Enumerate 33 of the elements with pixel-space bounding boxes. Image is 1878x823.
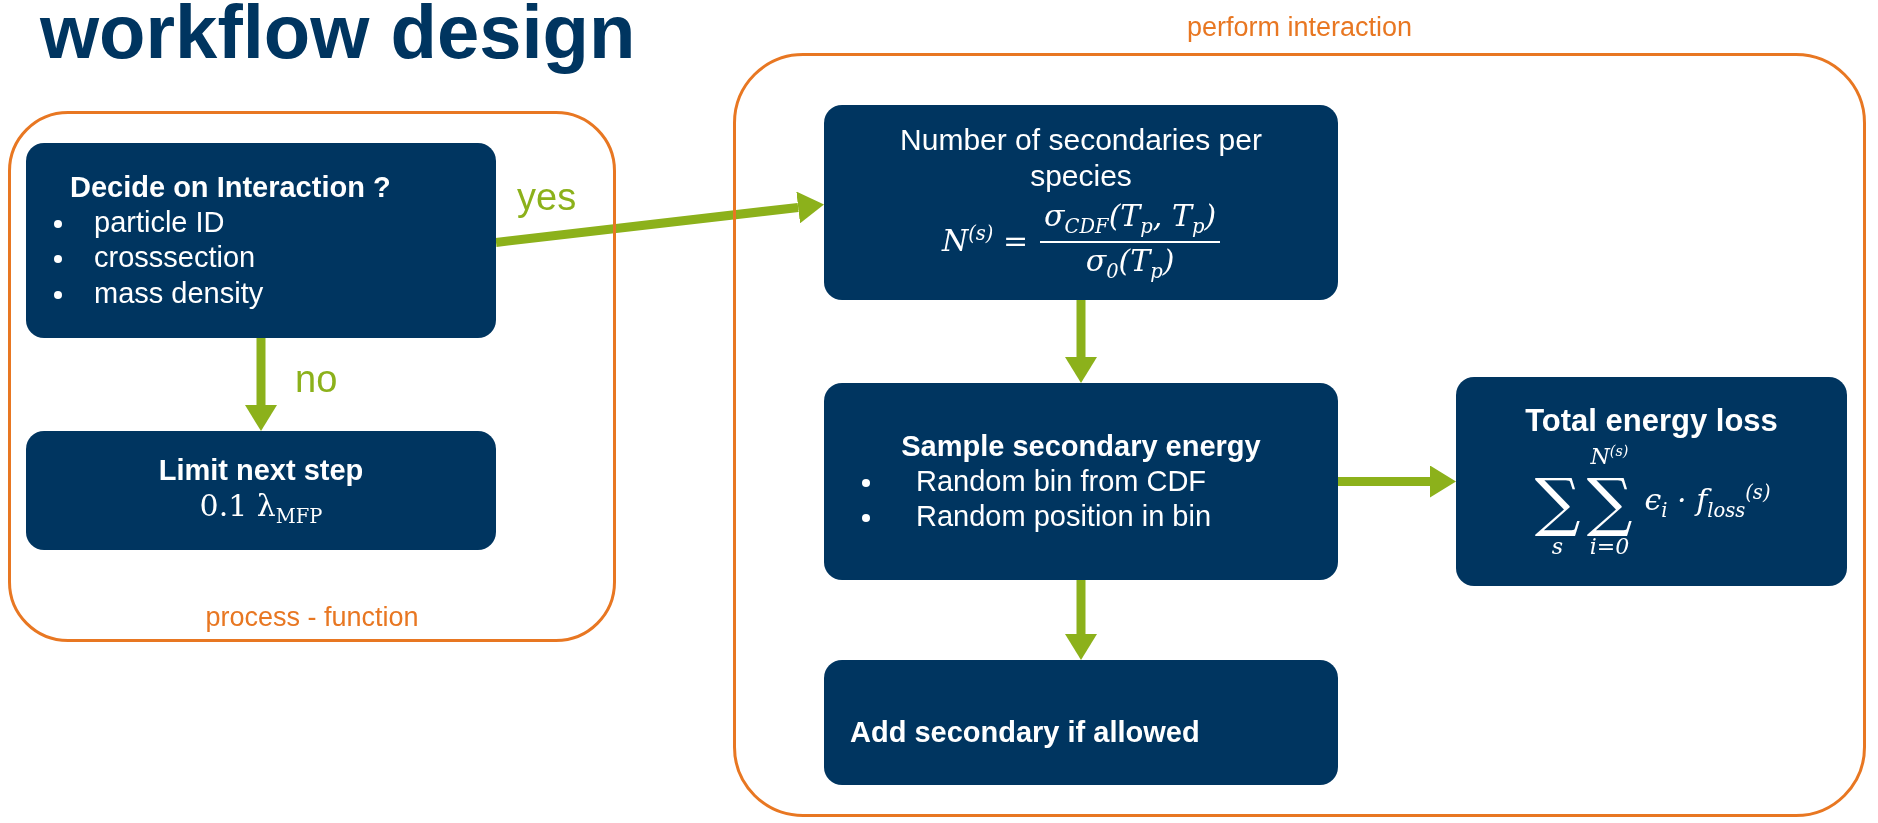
process-box — [26, 143, 496, 338]
process-box — [824, 660, 1338, 785]
box-heading: Decide on Interaction ? — [69, 170, 392, 205]
process-box — [824, 383, 1338, 580]
bullet-item: particle ID — [40, 204, 482, 241]
formula: 0.1 λ$_{MFP}$ — [199, 487, 323, 529]
group-label: process - function — [204, 602, 420, 633]
sum-limit: N$^{(s)}$ — [1590, 442, 1629, 471]
process-box — [1456, 377, 1847, 586]
sum-symbol: ∑ — [1534, 470, 1581, 535]
box-heading: Sample secondary energy — [901, 428, 1261, 464]
fraction-denominator: σ$_{0}$(T$_{p}$) — [1085, 242, 1175, 283]
arrow — [248, 338, 274, 431]
arrow — [495, 194, 824, 247]
bullet-item: Random position in bin — [850, 498, 1312, 535]
bullet-item: Random bin from CDF — [850, 463, 1312, 499]
process-box — [824, 105, 1338, 300]
arrow — [1338, 468, 1456, 495]
group-frame — [8, 111, 616, 642]
box-heading: Total energy loss — [1525, 401, 1778, 439]
bullet-item: mass density — [40, 275, 482, 311]
arrow — [1068, 300, 1094, 383]
fraction-numerator: σ$_{CDF}$(T$_{p}$, T$_{p}$) — [1040, 198, 1221, 243]
arrow — [1068, 580, 1094, 660]
box-heading: Add secondary if allowed — [850, 715, 1200, 750]
group-label: perform interaction — [1185, 12, 1414, 43]
sum-symbol: ∑ — [1586, 470, 1633, 535]
process-box — [26, 431, 496, 550]
edge-label: yes — [517, 176, 577, 219]
formula-lhs: N$^{(s)}$ = — [941, 222, 1029, 259]
box-heading: Limit next step — [158, 452, 364, 488]
edge-label: no — [295, 358, 338, 401]
bullet-item: crosssection — [40, 240, 482, 276]
